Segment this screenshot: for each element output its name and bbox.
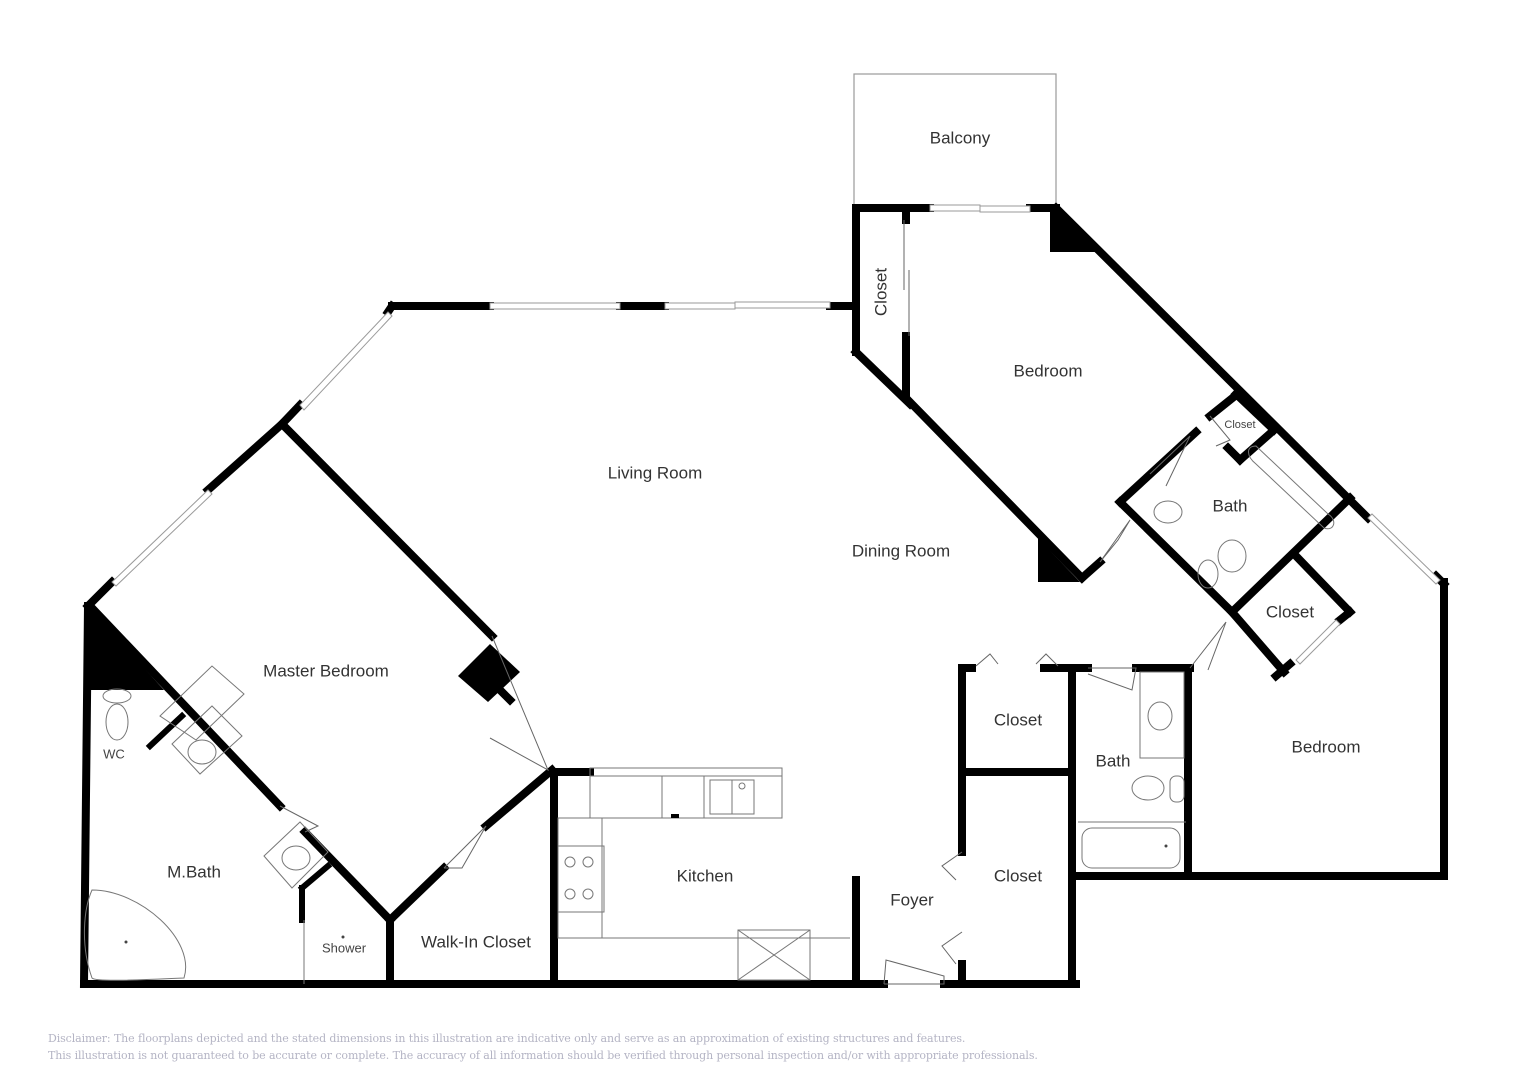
doors <box>279 415 1231 985</box>
label-bedroom-upper: Bedroom <box>1014 361 1083 380</box>
upper-bath-fixtures <box>1153 445 1335 589</box>
kitchen-fixtures <box>557 767 850 981</box>
label-walk-in-closet: Walk-In Closet <box>421 932 531 951</box>
label-closet-hall-upper: Closet <box>994 710 1042 729</box>
windows <box>111 204 1441 665</box>
label-closet-right-mid: Closet <box>1266 602 1314 621</box>
lower-bath-fixtures <box>1078 671 1186 869</box>
room-labels: Balcony Closet Bedroom Closet Bath Livin… <box>103 128 1360 955</box>
label-closet-top: Closet <box>871 268 890 316</box>
label-m-bath: M.Bath <box>167 862 221 881</box>
label-balcony: Balcony <box>930 128 991 147</box>
label-dining-room: Dining Room <box>852 541 950 560</box>
balcony <box>853 73 1057 209</box>
label-foyer: Foyer <box>890 890 934 909</box>
disclaimer-line-1: Disclaimer: The floorplans depicted and … <box>48 1032 966 1045</box>
disclaimer: Disclaimer: The floorplans depicted and … <box>48 1030 1038 1064</box>
label-closet-small: Closet <box>1224 419 1255 431</box>
label-bath-lower: Bath <box>1096 751 1131 770</box>
label-kitchen: Kitchen <box>677 866 734 885</box>
label-closet-hall-lower: Closet <box>994 866 1042 885</box>
label-wc: WC <box>103 746 125 761</box>
label-bedroom-lower: Bedroom <box>1292 737 1361 756</box>
label-living-room: Living Room <box>608 463 703 482</box>
label-bath-upper: Bath <box>1213 496 1248 515</box>
label-shower: Shower <box>322 940 367 955</box>
label-master-bedroom: Master Bedroom <box>263 661 389 680</box>
master-bath-fixtures <box>84 665 345 984</box>
structural-columns <box>88 208 1100 702</box>
walls <box>79 202 1450 989</box>
disclaimer-line-2: This illustration is not guaranteed to b… <box>48 1049 1038 1062</box>
closet-sliding-door <box>903 220 910 336</box>
